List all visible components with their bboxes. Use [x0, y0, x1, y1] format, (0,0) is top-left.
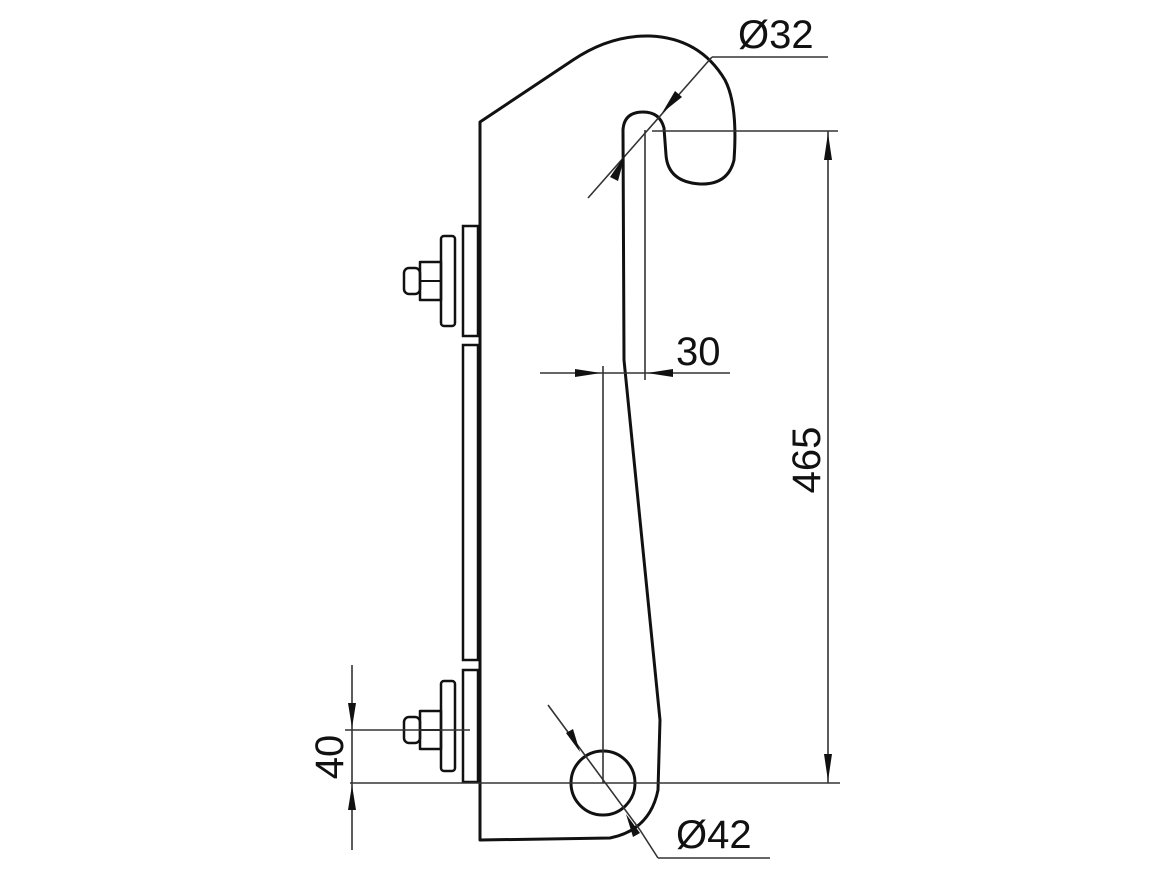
dimension-30: 30	[540, 130, 730, 783]
lower-bolt	[402, 679, 457, 773]
mounting-plate	[461, 224, 480, 784]
dim-30-label: 30	[676, 330, 721, 374]
dim-42-label: Ø42	[676, 813, 752, 857]
bracket-outline	[478, 34, 737, 842]
upper-bolt	[402, 234, 457, 328]
dimension-diameter-32: Ø32	[587, 13, 828, 199]
dimension-diameter-42: Ø42	[547, 704, 770, 859]
dimension-465: 465	[350, 130, 840, 784]
dimension-40: 40	[308, 665, 470, 850]
dim-32-label: Ø32	[738, 13, 814, 57]
dim-40-label: 40	[308, 735, 352, 780]
dim-465-label: 465	[785, 427, 829, 494]
